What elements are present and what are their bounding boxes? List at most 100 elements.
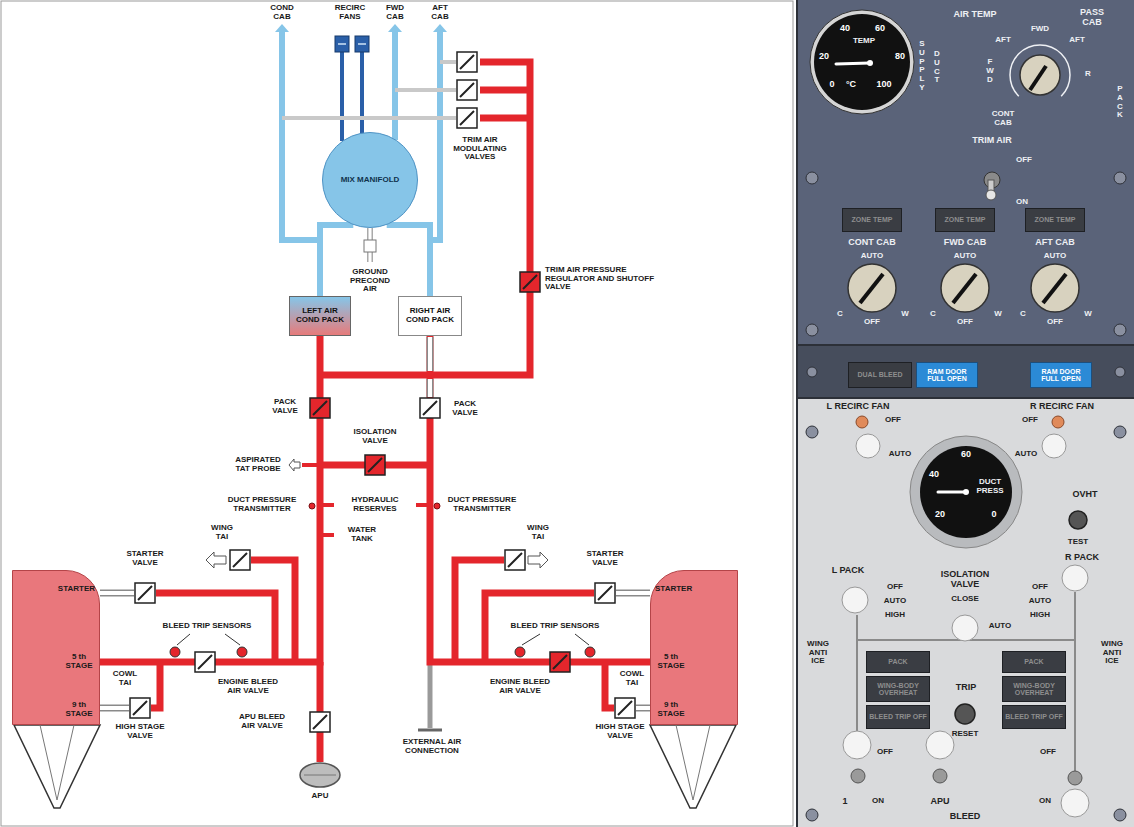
duct-connector xyxy=(320,225,353,296)
node-text: PACK xyxy=(888,658,907,665)
engine-nacelle-cone xyxy=(14,725,100,808)
annunciator-light: RAM DOOR FULL OPEN xyxy=(916,362,978,388)
closed-duct-segment xyxy=(428,337,432,397)
panel-label: TRIP xyxy=(951,683,981,693)
unpressurised-duct xyxy=(100,593,650,708)
part-label: STARTER VALVE xyxy=(120,550,170,567)
panel-label: BLEED xyxy=(945,812,985,822)
recirc-fan-switch xyxy=(1042,434,1066,458)
engine-nacelle-cone xyxy=(40,725,74,800)
duct-outlet-arrow xyxy=(433,24,447,32)
part-label: APU xyxy=(305,792,335,801)
node-text: BLEED TRIP OFF xyxy=(869,713,926,720)
part-label: GROUND PRECOND AIR xyxy=(346,268,394,294)
valve-symbol xyxy=(365,455,385,475)
valve-symbol xyxy=(520,272,540,292)
trim-air-line xyxy=(282,116,456,120)
valve-symbol xyxy=(457,80,477,100)
trim-air-switch xyxy=(984,172,1000,200)
panel-label: 40 xyxy=(837,24,853,34)
duct-connector xyxy=(100,336,320,662)
panel-screw xyxy=(806,172,1126,821)
panel-screw xyxy=(806,172,818,184)
temp-selector xyxy=(1010,45,1070,96)
panel-label: L RECIRC FAN xyxy=(818,402,898,412)
node-text: RAM DOOR FULL OPEN xyxy=(1032,368,1090,383)
valve-symbol xyxy=(310,398,330,418)
part-label: WING TAI xyxy=(207,524,237,541)
part-label: TRIM AIR MODULATING VALVES xyxy=(449,136,511,162)
panel-label: 20 xyxy=(932,510,948,520)
node-text: ZONE TEMP xyxy=(852,216,893,223)
panel-screw xyxy=(1114,172,1126,184)
zone-temp-knob xyxy=(848,264,1079,312)
bleed-trip-sensor xyxy=(177,634,190,645)
panel-label: FWD CAB xyxy=(935,238,995,248)
zone-temp-knob xyxy=(1043,274,1066,303)
toggle-switch xyxy=(842,587,868,613)
annunciator-light: ZONE TEMP xyxy=(1025,208,1085,232)
part-label: EXTERNAL AIR CONNECTION xyxy=(392,738,472,755)
panel-label: AUTO xyxy=(1028,597,1052,606)
valve-symbol xyxy=(195,652,215,672)
part-label: APU BLEED AIR VALVE xyxy=(234,713,290,730)
overhead-panel xyxy=(797,344,1134,346)
part-label: PACK VALVE xyxy=(265,398,305,415)
panel-label: HIGH xyxy=(1028,611,1052,620)
bleed-duct xyxy=(455,560,504,662)
panel-label: OFF xyxy=(883,416,903,425)
node-text: ZONE TEMP xyxy=(945,216,986,223)
engine-nacelle-cone xyxy=(676,725,710,800)
overhead-panel xyxy=(797,397,1134,399)
recirc-fan xyxy=(335,36,349,52)
node-text: LEFT AIR COND PACK xyxy=(292,307,348,324)
panel-label: AFT xyxy=(1067,36,1087,45)
valve-symbol xyxy=(135,583,155,603)
bleed-duct xyxy=(151,62,614,762)
panel-label: OFF xyxy=(1014,156,1034,165)
overhead-panel xyxy=(796,0,798,827)
annunciator-light: PACK xyxy=(1002,651,1066,673)
valve-symbol xyxy=(615,698,635,718)
part-label: BLEED TRIP SENSORS xyxy=(157,622,257,631)
part-label: RECIRC FANS xyxy=(328,4,372,21)
panel-label: OFF xyxy=(884,583,906,592)
duct-press-gauge xyxy=(963,489,969,495)
panel-label: 40 xyxy=(926,470,942,480)
outflow-arrow xyxy=(206,552,226,568)
pressure-transmitter xyxy=(309,503,315,509)
outflow-arrow xyxy=(289,459,300,471)
panel-label: L PACK xyxy=(828,566,868,576)
panel-label: RESET xyxy=(948,730,982,739)
closed-duct-segment xyxy=(427,337,434,397)
panel-label: TEMP xyxy=(849,37,879,46)
conditioned-air-duct xyxy=(282,30,320,240)
part-label: WATER TANK xyxy=(341,526,383,543)
panel-schematic-line xyxy=(857,592,1075,771)
trim-air-switch xyxy=(986,190,996,200)
valve-symbol xyxy=(420,398,440,418)
valve-symbol xyxy=(457,52,477,72)
panel-label: W xyxy=(993,310,1003,319)
panel-screw xyxy=(1114,809,1126,821)
manifold-circle: MIX MANIFOLD xyxy=(322,132,418,228)
zone-temp-knob xyxy=(1031,264,1079,312)
conditioned-air-duct xyxy=(282,30,440,240)
node-text: RAM DOOR FULL OPEN xyxy=(918,368,976,383)
recirc-duct xyxy=(342,52,362,141)
toggle-switch xyxy=(952,615,978,641)
node-text: MIX MANIFOLD xyxy=(341,176,400,185)
part-label: ENGINE BLEED AIR VALVE xyxy=(484,678,556,695)
recirc-duct xyxy=(360,52,364,136)
part-label: STARTER VALVE xyxy=(580,550,630,567)
annunciator-light: WING-BODY OVERHEAT xyxy=(866,676,930,702)
panel-schematic-line xyxy=(856,640,858,731)
zone-temp-knob xyxy=(860,274,883,303)
apu-unit xyxy=(300,763,340,787)
recirc-fan-switch xyxy=(1052,416,1064,428)
overhead-panel xyxy=(797,345,1134,398)
bleed-duct xyxy=(151,662,160,708)
